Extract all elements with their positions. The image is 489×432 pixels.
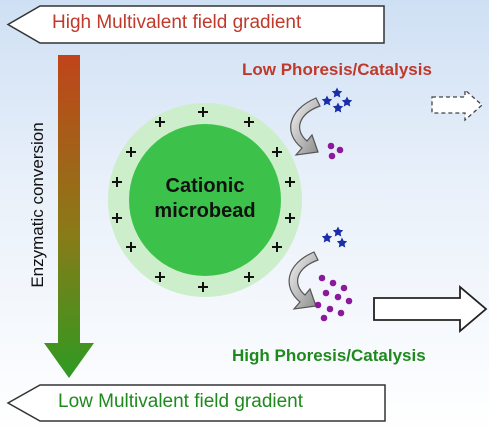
high-phoresis-label: High Phoresis/Catalysis (232, 346, 426, 365)
product-dots-upper (327, 142, 344, 160)
low-phoresis-arrow (431, 88, 483, 122)
substrate-stars-upper (321, 87, 353, 113)
bead-label-line1: Cationic (165, 175, 245, 197)
substrate-stars-lower (321, 226, 348, 248)
product-dots-lower (314, 274, 353, 322)
enzymatic-conversion-arrow (44, 55, 94, 378)
enzymatic-conversion-label: Enzymatic conversion (28, 122, 47, 288)
upper-reaction-arrow (290, 97, 321, 156)
high-phoresis-arrow (373, 285, 488, 333)
bottom-banner-text: Low Multivalent field gradient (58, 391, 304, 412)
low-phoresis-label: Low Phoresis/Catalysis (242, 60, 432, 79)
top-banner-arrow (6, 5, 385, 44)
bead-label-line2: microbead (154, 200, 256, 222)
top-banner-text: High Multivalent field gradient (52, 12, 302, 33)
lower-reaction-arrow (288, 251, 319, 310)
bead-core (129, 124, 281, 276)
positive-charges (112, 107, 295, 292)
bottom-banner-arrow (6, 384, 386, 422)
